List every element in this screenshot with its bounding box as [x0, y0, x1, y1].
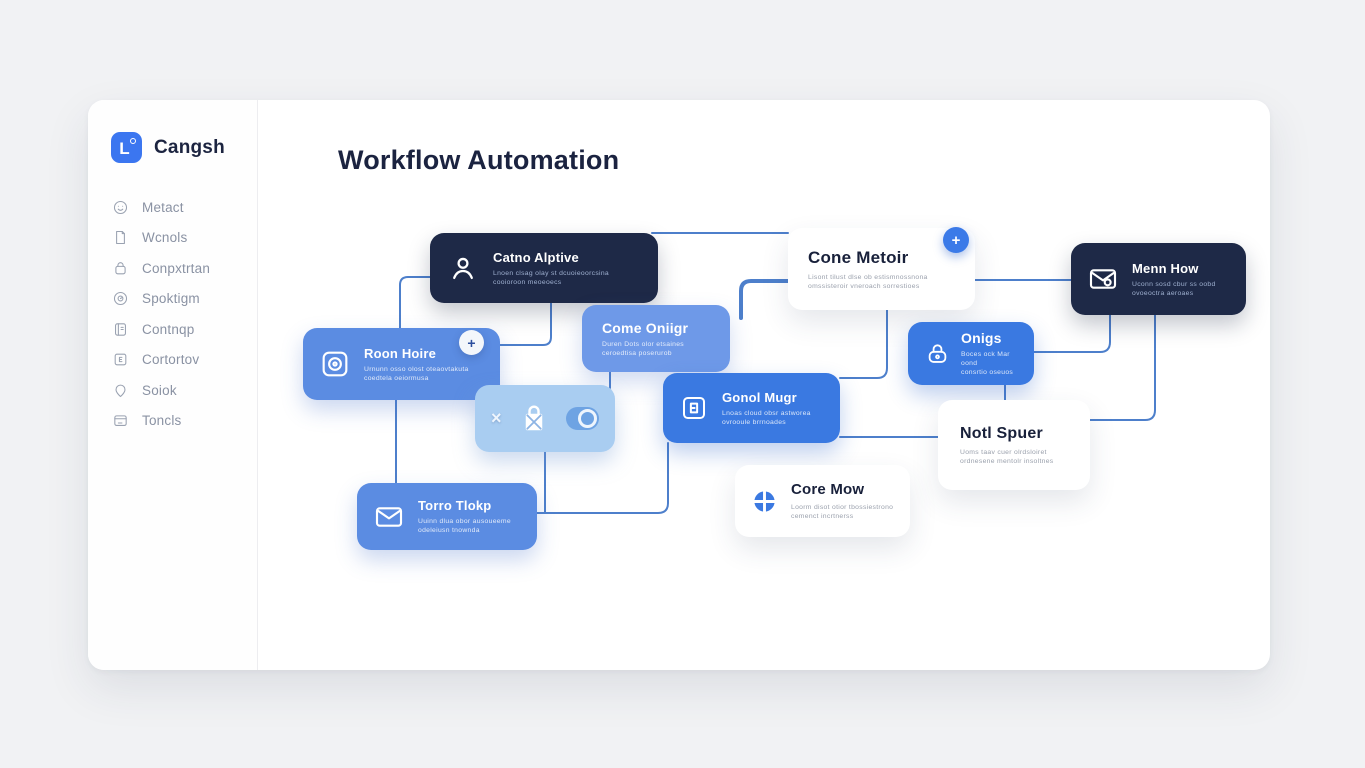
node-desc: Uconn sosd cbur ss oobd	[1132, 280, 1216, 288]
sidebar-item-cortortov[interactable]: Cortortov	[112, 351, 210, 369]
doc-square-icon	[679, 393, 709, 423]
mail-icon	[1087, 263, 1119, 295]
close-icon[interactable]: ×	[491, 408, 502, 428]
node-desc: ovoeoctra aeroaes	[1132, 289, 1194, 297]
connector-torro-gonol	[536, 442, 669, 514]
node-desc: ordnesene mentolr insoltnes	[960, 457, 1054, 465]
sidebar-item-label: Cortortov	[142, 352, 200, 367]
pin-icon	[115, 384, 126, 397]
toggle-knob	[578, 409, 597, 428]
node-cone-metoir[interactable]: + Cone Metoir Lisont tilust dlse ob esti…	[788, 227, 975, 310]
logo-dot	[130, 138, 136, 144]
sidebar-item-label: Soiok	[142, 382, 177, 398]
sidebar: L Cangsh Metact Wcnols Conpxtrtan Spokti…	[88, 100, 258, 670]
face-icon	[113, 200, 128, 214]
node-desc: Uoms taav cuer olrdsloiret	[960, 448, 1047, 456]
lock-bag-icon	[516, 401, 552, 437]
node-title: Cone Metoir	[808, 247, 909, 267]
node-roon-hoire[interactable]: + Roon Hoire Urnunn osso olost oteaovtak…	[303, 328, 500, 400]
sidebar-item-label: Toncls	[142, 413, 182, 428]
sidebar-item-toncls[interactable]: Toncls	[112, 412, 210, 430]
sidebar-item-label: Spoktigm	[142, 291, 200, 306]
node-desc: omssisteroir vneroach sorrestioes	[808, 282, 920, 290]
node-title: Come Oniigr	[602, 319, 689, 336]
sidebar-item-soiok[interactable]: Soiok	[112, 381, 210, 399]
square-e-icon	[114, 353, 127, 366]
node-onigs[interactable]: Onigs Boces ock Mar oond consrtio oseuos	[908, 322, 1034, 385]
sidebar-item-metact[interactable]: Metact	[112, 198, 210, 216]
connector-menn-notl	[1089, 314, 1156, 421]
sidebar-item-label: Wcnols	[142, 230, 188, 245]
node-desc: Lnoas cloud obsr astworea	[722, 409, 811, 417]
node-desc: coedtela oeiormusa	[364, 374, 429, 382]
sidebar-item-conpxtrtan[interactable]: Conpxtrtan	[112, 259, 210, 277]
app-window: L Cangsh Metact Wcnols Conpxtrtan Spokti…	[88, 100, 1270, 670]
node-notl-spuer[interactable]: Notl Spuer Uoms taav cuer olrdsloiret or…	[938, 400, 1090, 490]
connector-catno-roon-badge	[499, 302, 552, 346]
node-desc: Lisont tilust dlse ob estismnossnona	[808, 273, 928, 281]
sidebar-item-contnqp[interactable]: Contnqp	[112, 320, 210, 338]
folder-icon	[114, 415, 127, 426]
node-desc: odeleiusn tnownda	[418, 527, 480, 534]
user-icon	[446, 251, 480, 285]
node-title: Roon Hoire	[364, 345, 437, 361]
lock-icon	[924, 340, 951, 367]
book-icon	[115, 322, 126, 336]
node-desc: Loorm disot otior tbossiestrono	[791, 504, 894, 511]
node-desc: ovrooule brrnoades	[722, 418, 786, 426]
sidebar-item-spoktigm[interactable]: Spoktigm	[112, 290, 210, 308]
logo-glyph: L	[119, 138, 130, 158]
connector-cone-gonol	[839, 309, 888, 379]
node-desc: Urnunn osso olost oteaovtakuta	[364, 365, 469, 373]
node-desc: Duren Dots olor etsaines	[602, 340, 685, 348]
node-desc: cooioroon meoeoecs	[493, 278, 562, 286]
node-title: Notl Spuer	[960, 424, 1043, 442]
sidebar-menu: Metact Wcnols Conpxtrtan Spoktigm Contnq…	[112, 198, 210, 430]
node-desc: Lnoen clsag olay st dcuoieoorcsina	[493, 269, 609, 277]
connector-cone-come	[739, 279, 790, 320]
disc-icon	[113, 291, 128, 306]
node-desc: Boces ock Mar oond	[961, 351, 1010, 367]
node-desc: cemenct incrtnerss	[791, 513, 854, 520]
sidebar-item-label: Metact	[142, 199, 184, 215]
node-gonol-mugr[interactable]: Gonol Mugr Lnoas cloud obsr astworea ovr…	[663, 373, 840, 443]
brand[interactable]: L Cangsh	[111, 132, 225, 163]
node-come-oniigr[interactable]: Come Oniigr Duren Dots olor etsaines cer…	[582, 305, 730, 372]
add-button[interactable]: +	[943, 227, 969, 253]
node-torro-tlokp[interactable]: Torro Tlokp Uuinn dlua obor ausoueeme od…	[357, 483, 537, 550]
action-card[interactable]: ×	[475, 385, 615, 452]
node-title: Catno Alptive	[493, 249, 579, 265]
pie-icon	[751, 488, 778, 515]
app-logo-icon: L	[111, 132, 142, 163]
node-desc: ceroedtisa poserurob	[602, 349, 672, 357]
node-title: Core Mow	[791, 481, 865, 498]
toggle-switch[interactable]	[565, 407, 599, 430]
mail-icon	[373, 501, 405, 533]
node-menn-how[interactable]: Menn How Uconn sosd cbur ss oobd ovoeoct…	[1071, 243, 1246, 315]
sidebar-item-label: Contnqp	[142, 321, 195, 337]
disc-square-icon	[319, 348, 351, 380]
node-title: Torro Tlokp	[418, 498, 492, 513]
sidebar-item-wcnols[interactable]: Wcnols	[112, 229, 210, 247]
bag-icon	[115, 261, 126, 274]
brand-name: Cangsh	[154, 136, 225, 158]
node-title: Onigs	[961, 330, 1002, 346]
file-icon	[116, 230, 125, 245]
node-desc: Uuinn dlua obor ausoueeme	[418, 518, 511, 525]
connector-catno-roon	[399, 276, 431, 329]
send-button[interactable]: +	[459, 330, 484, 355]
page-title: Workflow Automation	[338, 145, 620, 175]
node-title: Menn How	[1132, 260, 1199, 276]
node-title: Gonol Mugr	[722, 389, 797, 405]
node-core-mow[interactable]: Core Mow Loorm disot otior tbossiestrono…	[735, 465, 910, 537]
node-catno-alptive[interactable]: Catno Alptive Lnoen clsag olay st dcuoie…	[430, 233, 658, 303]
sidebar-item-label: Conpxtrtan	[142, 260, 211, 276]
node-desc: consrtio oseuos	[961, 369, 1014, 376]
workflow-canvas[interactable]: Catno Alptive Lnoen clsag olay st dcuoie…	[88, 100, 1270, 670]
connector-menn-onigs	[1033, 314, 1111, 353]
